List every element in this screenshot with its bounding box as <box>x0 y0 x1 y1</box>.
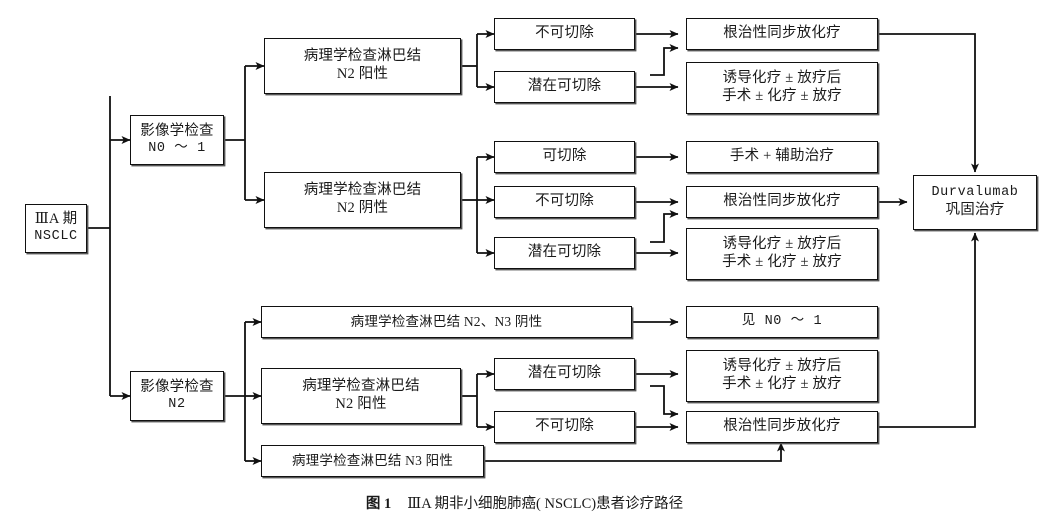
node-definitive-chemoradiation-b[interactable]: 根治性同步放化疗 <box>686 186 878 218</box>
node-unresectable-c-label: 不可切除 <box>535 418 594 435</box>
node-pathology-n2-positive-bottom[interactable]: 病理学检查淋巴结 N2 阳性 <box>261 368 461 424</box>
node-resectable-b-label: 可切除 <box>542 148 587 165</box>
node-resectable-b[interactable]: 可切除 <box>494 141 635 173</box>
node-potentially-resectable-c[interactable]: 潜在可切除 <box>494 358 635 390</box>
node-imaging-n0-1[interactable]: 影像学检查 N0 ～ 1 <box>130 115 224 165</box>
node-unresectable-b[interactable]: 不可切除 <box>494 186 635 218</box>
node-induction-therapy-b[interactable]: 诱导化疗 ± 放疗后 手术 ± 化疗 ± 放疗 <box>686 228 878 280</box>
node-pathology-n2-negative[interactable]: 病理学检查淋巴结 N2 阴性 <box>264 172 461 228</box>
node-unresectable-a-label: 不可切除 <box>535 25 594 42</box>
node-pathology-n2-positive-bottom-line2: N2 阳性 <box>335 396 387 412</box>
node-pathology-n2-n3-negative-line1: 病理学检查淋巴结 N2、N3 阴性 <box>350 313 543 329</box>
node-durvalumab-line2: 巩固治疗 <box>945 201 1005 218</box>
node-imaging-n2[interactable]: 影像学检查 N2 <box>130 371 224 421</box>
node-pathology-n2-n3-negative[interactable]: 病理学检查淋巴结 N2、N3 阴性 <box>261 306 632 338</box>
node-durvalumab-consolidation[interactable]: Durvalumab 巩固治疗 <box>913 175 1037 230</box>
node-durvalumab-line1: Durvalumab <box>931 185 1019 201</box>
node-pathology-n2-negative-line2: N2 阴性 <box>336 200 389 216</box>
node-pathology-n2-positive-top-line2: N2 阳性 <box>336 66 389 82</box>
node-potentially-resectable-b-label: 潜在可切除 <box>527 244 602 261</box>
node-pathology-n3-positive[interactable]: 病理学检查淋巴结 N3 阳性 <box>261 445 484 477</box>
node-potentially-resectable-b[interactable]: 潜在可切除 <box>494 237 635 269</box>
node-induction-therapy-c-line2: 手术 ± 化疗 ± 放疗 <box>722 376 842 392</box>
node-root-line1: ⅢA 期 <box>34 211 78 228</box>
node-root-line2: NSCLC <box>34 229 78 245</box>
node-potentially-resectable-a-label: 潜在可切除 <box>527 78 602 95</box>
node-potentially-resectable-a[interactable]: 潜在可切除 <box>494 71 635 103</box>
node-induction-therapy-c-line1: 诱导化疗 ± 放疗后 <box>722 358 842 375</box>
figure-caption-text: ⅢA 期非小细胞肺癌( NSCLC)患者诊疗路径 <box>407 496 684 512</box>
node-unresectable-b-label: 不可切除 <box>535 193 594 210</box>
node-pathology-n2-positive-top-line1: 病理学检查淋巴结 <box>303 48 422 65</box>
node-pathology-n2-positive-bottom-line1: 病理学检查淋巴结 <box>302 378 420 395</box>
node-root-iiia-nsclc[interactable]: ⅢA 期 NSCLC <box>25 204 87 253</box>
node-unresectable-a[interactable]: 不可切除 <box>494 18 635 50</box>
node-surgery-plus-adjuvant-label: 手术 + 辅助治疗 <box>729 148 835 165</box>
node-imaging-n0-1-line1: 影像学检查 <box>140 122 214 139</box>
node-pathology-n2-negative-line1: 病理学检查淋巴结 <box>303 182 422 199</box>
node-induction-therapy-b-line1: 诱导化疗 ± 放疗后 <box>722 236 842 253</box>
node-definitive-chemoradiation-a-label: 根治性同步放化疗 <box>723 25 841 42</box>
node-induction-therapy-c[interactable]: 诱导化疗 ± 放疗后 手术 ± 化疗 ± 放疗 <box>686 350 878 402</box>
node-induction-therapy-b-line2: 手术 ± 化疗 ± 放疗 <box>722 254 842 270</box>
node-induction-therapy-a-line1: 诱导化疗 ± 放疗后 <box>722 70 842 87</box>
node-definitive-chemoradiation-c[interactable]: 根治性同步放化疗 <box>686 411 878 443</box>
node-see-n0-1-label: 见 N0 ～ 1 <box>741 313 823 329</box>
node-potentially-resectable-c-label: 潜在可切除 <box>527 365 602 382</box>
figure-caption-label: 图 1 <box>365 496 392 512</box>
node-definitive-chemoradiation-c-label: 根治性同步放化疗 <box>723 418 841 435</box>
node-imaging-n0-1-line2: N0 ～ 1 <box>148 140 206 156</box>
node-imaging-n2-line2: N2 <box>168 396 186 412</box>
node-see-n0-1[interactable]: 见 N0 ～ 1 <box>686 306 878 338</box>
node-definitive-chemoradiation-b-label: 根治性同步放化疗 <box>723 193 841 210</box>
node-induction-therapy-a[interactable]: 诱导化疗 ± 放疗后 手术 ± 化疗 ± 放疗 <box>686 62 878 114</box>
node-imaging-n2-line1: 影像学检查 <box>140 378 214 395</box>
node-surgery-plus-adjuvant[interactable]: 手术 + 辅助治疗 <box>686 141 878 173</box>
node-induction-therapy-a-line2: 手术 ± 化疗 ± 放疗 <box>722 88 842 104</box>
node-pathology-n3-positive-line1: 病理学检查淋巴结 N3 阳性 <box>291 452 454 468</box>
node-definitive-chemoradiation-a[interactable]: 根治性同步放化疗 <box>686 18 878 50</box>
figure-caption: 图 1 ⅢA 期非小细胞肺癌( NSCLC)患者诊疗路径 <box>0 492 1049 513</box>
node-pathology-n2-positive-top[interactable]: 病理学检查淋巴结 N2 阳性 <box>264 38 461 94</box>
node-unresectable-c[interactable]: 不可切除 <box>494 411 635 443</box>
